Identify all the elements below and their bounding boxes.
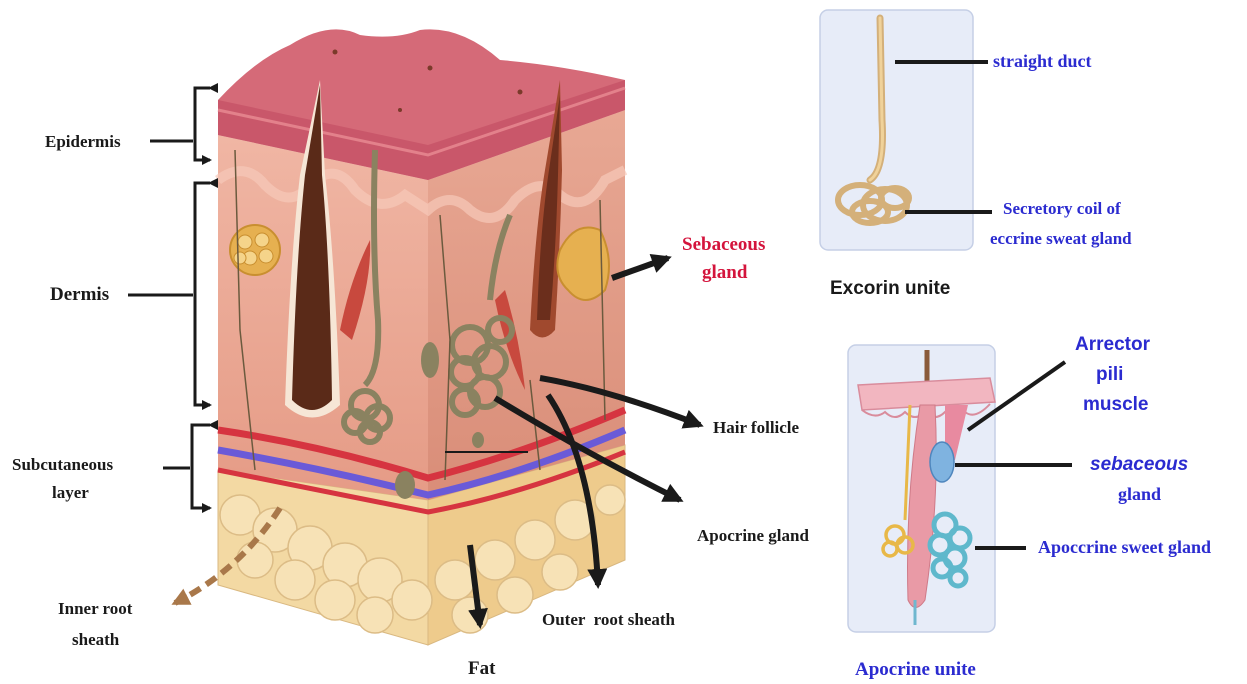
apocrine-title: Apocrine unite — [855, 659, 976, 680]
label-straight-duct: straight duct — [993, 51, 1092, 71]
label-inner-root-1: Inner root — [58, 599, 133, 618]
label-secretory-2: eccrine sweat gland — [990, 229, 1132, 248]
label-fat: Fat — [468, 658, 496, 679]
label-sweet-gland: Apoccrine sweet gland — [1038, 537, 1211, 557]
sebaceous-labels: Sebaceous gland — [682, 234, 765, 283]
label-arrector-1: Arrector — [1075, 334, 1151, 355]
dermis-bracket — [195, 183, 210, 405]
label-sebaceous-1: Sebaceous — [682, 234, 765, 255]
label-secretory-1: Secretory coil of — [1003, 199, 1121, 218]
label-apocrine-gland: Apocrine gland — [697, 526, 809, 545]
excorin-title: Excorin unite — [830, 278, 950, 299]
label-apo-sebaceous-1: sebaceous — [1090, 454, 1188, 475]
layer-brackets — [128, 88, 210, 508]
apocrine-panel: Arrector pili muscle sebaceous gland Apo… — [848, 334, 1211, 680]
apocrine-sebaceous — [930, 442, 954, 482]
label-subcutaneous-1: Subcutaneous — [12, 455, 113, 474]
label-arrector-2: pili — [1096, 364, 1123, 385]
subcutaneous-bracket — [192, 425, 210, 508]
label-apo-sebaceous-2: gland — [1118, 484, 1161, 504]
label-sebaceous-2: gland — [702, 262, 748, 283]
epidermis-bracket — [195, 88, 210, 160]
label-outer-root: Outer root sheath — [542, 610, 676, 629]
label-hair-follicle: Hair follicle — [713, 418, 800, 437]
label-arrector-3: muscle — [1083, 394, 1148, 415]
excorin-panel: straight duct Secretory coil of eccrine … — [820, 10, 1132, 299]
label-epidermis: Epidermis — [45, 132, 121, 151]
label-dermis: Dermis — [50, 284, 109, 305]
label-subcutaneous-2: layer — [52, 483, 89, 502]
label-inner-root-2: sheath — [72, 630, 120, 649]
skin-block — [218, 29, 625, 645]
